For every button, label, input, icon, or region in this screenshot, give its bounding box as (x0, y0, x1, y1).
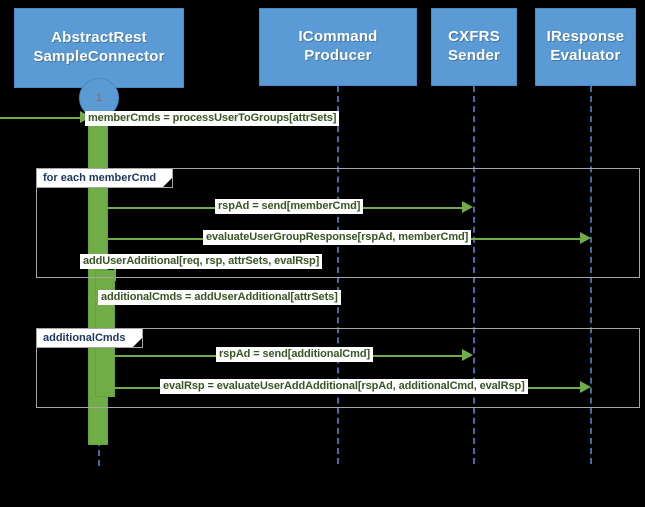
participant-icommand-producer[interactable]: ICommand Producer (259, 8, 417, 86)
fragment-label-for-each-membercmd: for each memberCmd (37, 169, 174, 188)
participant-label-line2: Evaluator (550, 47, 621, 64)
message-arrow-evaluateusergroupresponse (580, 232, 591, 244)
participant-label-line2: SampleConnector (33, 48, 165, 65)
message-line-processusertogroups (0, 117, 88, 119)
participant-iresponse-evaluator[interactable]: IResponse Evaluator (535, 8, 636, 86)
participant-label-line2: Sender (447, 47, 501, 64)
participant-cxfrs-sender[interactable]: CXFRS Sender (431, 8, 517, 86)
message-label-adduseradditional: addUserAdditional[req, rsp, attrSets, ev… (80, 254, 323, 269)
message-label-additionalcmds-return: additionalCmds = addUserAdditional[attrS… (98, 290, 341, 305)
participant-label-line1: ICommand (298, 28, 378, 46)
participant-label-line1: AbstractRest (51, 29, 147, 47)
participant-label-line2: Producer (304, 47, 372, 64)
fragment-additionalcmds (36, 328, 640, 408)
message-arrow-evaluateuseraddadditional (580, 381, 591, 393)
lifeline-cxfrs-sender (473, 86, 475, 464)
participant-abstractrest-sampleconnector[interactable]: AbstractRest SampleConnector (14, 8, 184, 88)
message-label-send-additionalcmd: rspAd = send[additionalCmd] (216, 347, 374, 362)
message-label-evaluateuseraddadditional: evalRsp = evaluateUserAddAdditional[rspA… (160, 379, 528, 394)
message-label-send-membercmd: rspAd = send[memberCmd] (215, 199, 364, 214)
participant-label-line1: CXFRS (448, 28, 500, 46)
message-arrow-send-additionalcmd (462, 349, 473, 361)
participant-label-line1: IResponse (546, 28, 625, 46)
lifeline-iresponse-evaluator (590, 86, 592, 464)
message-label-processusertogroups: memberCmds = processUserToGroups[attrSet… (85, 111, 340, 126)
start-marker-label: 1 (95, 92, 103, 104)
message-arrow-send-membercmd (462, 201, 473, 213)
fragment-for-each-membercmd (36, 168, 640, 278)
fragment-label-additionalcmds: additionalCmds (37, 329, 143, 348)
lifeline-abstractrest-sampleconnector (98, 440, 100, 466)
message-label-evaluateusergroupresponse: evaluateUserGroupResponse[rspAd, memberC… (203, 230, 472, 245)
lifeline-icommand-producer (337, 86, 339, 464)
